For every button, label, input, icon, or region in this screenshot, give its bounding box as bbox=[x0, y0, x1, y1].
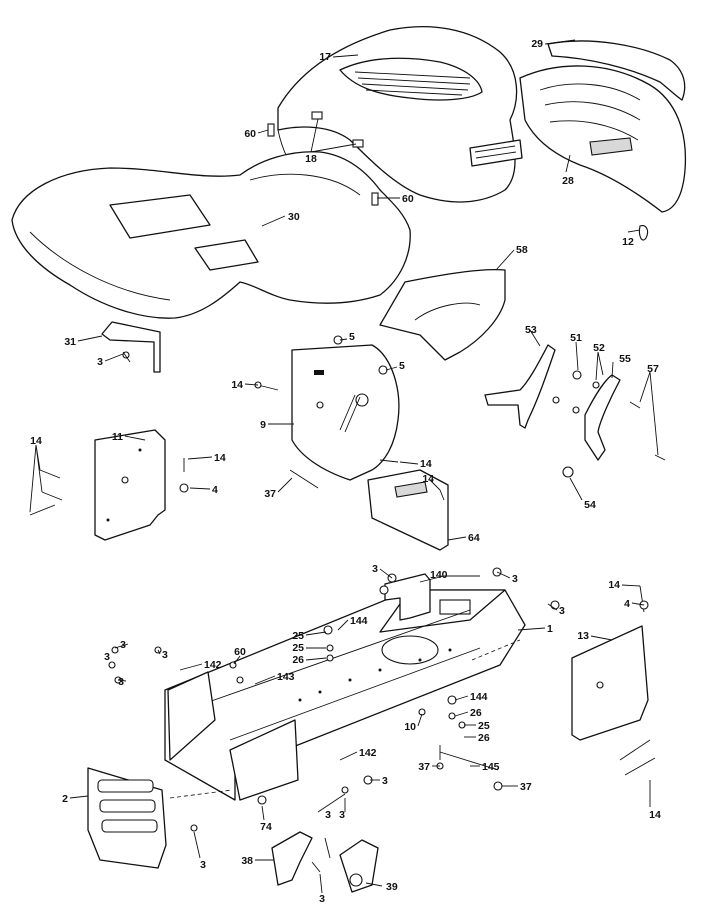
bolts-upper bbox=[29, 335, 666, 516]
callout-3: 3 bbox=[319, 893, 325, 905]
callout-14: 14 bbox=[649, 809, 661, 821]
callout-14: 14 bbox=[214, 452, 226, 464]
callout-14: 14 bbox=[422, 473, 434, 485]
callout-64: 64 bbox=[468, 532, 480, 544]
callout-39: 39 bbox=[386, 881, 398, 893]
callout-58: 58 bbox=[516, 244, 528, 256]
heat-shield-part bbox=[379, 269, 506, 361]
callout-140: 140 bbox=[430, 569, 448, 581]
bracket-140-part bbox=[384, 573, 431, 621]
callout-12: 12 bbox=[622, 236, 634, 248]
rail-142-part bbox=[167, 671, 299, 801]
callout-60: 60 bbox=[402, 193, 414, 205]
callout-37: 37 bbox=[418, 761, 430, 773]
callout-14: 14 bbox=[420, 458, 432, 470]
callout-30: 30 bbox=[288, 211, 300, 223]
callout-52: 52 bbox=[593, 342, 605, 354]
callout-14: 14 bbox=[231, 379, 243, 391]
callout-57: 57 bbox=[647, 363, 659, 375]
callout-26: 26 bbox=[478, 732, 490, 744]
callout-25: 25 bbox=[478, 720, 490, 732]
callout-3: 3 bbox=[120, 639, 126, 651]
leader-lines bbox=[29, 39, 659, 894]
callout-25: 25 bbox=[292, 642, 304, 654]
callout-3: 3 bbox=[339, 809, 345, 821]
side-panel-11-part bbox=[94, 429, 166, 541]
bracket-39-part bbox=[339, 839, 379, 893]
callout-144: 144 bbox=[470, 691, 488, 703]
callout-14: 14 bbox=[30, 435, 42, 447]
grille-part bbox=[519, 65, 687, 213]
dash-panel-part bbox=[291, 344, 400, 481]
console-bracket-part bbox=[367, 469, 449, 551]
callout-5: 5 bbox=[399, 360, 405, 372]
bracket-38-part bbox=[271, 831, 313, 886]
bracket-55-part bbox=[584, 374, 621, 461]
callout-60: 60 bbox=[234, 646, 246, 658]
callout-53: 53 bbox=[525, 324, 537, 336]
callout-4: 4 bbox=[212, 484, 218, 496]
callout-3: 3 bbox=[97, 356, 103, 368]
callout-3: 3 bbox=[512, 573, 518, 585]
callout-142: 142 bbox=[204, 659, 222, 671]
callout-3: 3 bbox=[325, 809, 331, 821]
callout-3: 3 bbox=[104, 651, 110, 663]
callout-37: 37 bbox=[264, 488, 276, 500]
bracket-53-part bbox=[484, 344, 556, 429]
callout-38: 38 bbox=[241, 855, 253, 867]
callout-labels: 17 29 60 18 28 60 30 12 58 31 3 5 5 53 5… bbox=[30, 38, 661, 905]
callout-25: 25 bbox=[292, 630, 304, 642]
callout-145: 145 bbox=[482, 761, 500, 773]
side-plate-13-part bbox=[571, 625, 649, 741]
callout-17: 17 bbox=[319, 51, 331, 63]
callout-54: 54 bbox=[584, 499, 596, 511]
callout-28: 28 bbox=[562, 175, 574, 187]
callout-142: 142 bbox=[359, 747, 377, 759]
callout-5: 5 bbox=[349, 331, 355, 343]
callout-13: 13 bbox=[577, 630, 589, 642]
callout-143: 143 bbox=[277, 671, 295, 683]
callout-60: 60 bbox=[244, 128, 256, 140]
fender-part bbox=[11, 151, 411, 319]
hood-part bbox=[277, 26, 523, 203]
callout-26: 26 bbox=[292, 654, 304, 666]
callout-55: 55 bbox=[619, 353, 631, 365]
callout-3: 3 bbox=[200, 859, 206, 871]
callout-144: 144 bbox=[350, 615, 368, 627]
callout-51: 51 bbox=[570, 332, 582, 344]
hardware-upper bbox=[267, 111, 649, 241]
hardware-lower bbox=[108, 567, 656, 873]
callout-74: 74 bbox=[260, 821, 272, 833]
callout-2: 2 bbox=[62, 793, 68, 805]
bracket-31-part bbox=[101, 321, 161, 373]
callout-14: 14 bbox=[608, 579, 620, 591]
callout-3: 3 bbox=[559, 605, 565, 617]
callout-10: 10 bbox=[404, 721, 416, 733]
bumper-part bbox=[547, 40, 686, 101]
callout-11: 11 bbox=[112, 431, 123, 443]
callout-3: 3 bbox=[118, 676, 124, 688]
callout-26: 26 bbox=[470, 707, 482, 719]
callout-37: 37 bbox=[520, 781, 532, 793]
callout-31: 31 bbox=[64, 336, 76, 348]
side-plate-2-part bbox=[87, 767, 167, 869]
callout-1: 1 bbox=[547, 623, 553, 635]
callout-3: 3 bbox=[372, 563, 378, 575]
callout-29: 29 bbox=[531, 38, 543, 50]
callout-3: 3 bbox=[162, 649, 168, 661]
callout-9: 9 bbox=[260, 419, 266, 431]
callout-4: 4 bbox=[624, 598, 630, 610]
callout-18: 18 bbox=[305, 153, 317, 165]
callout-3: 3 bbox=[382, 775, 388, 787]
